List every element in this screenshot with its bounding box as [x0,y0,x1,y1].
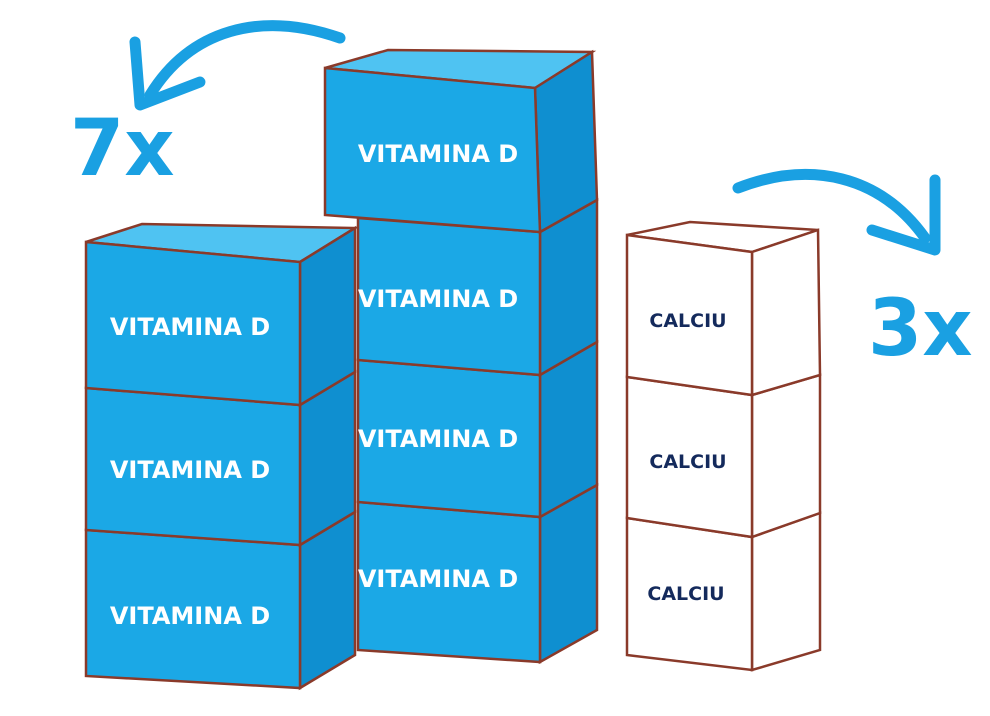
calcium-stack: CALCIU CALCIU CALCIU [625,220,822,672]
curved-arrow-left-icon [129,20,346,111]
vitamin-stack-left: VITAMINA D VITAMINA D VITAMINA D [84,222,360,691]
calcium-multiplier: 3x [868,284,973,374]
vitamin-box-label: VITAMINA D [358,425,518,453]
calcium-box-label: CALCIU [647,583,724,605]
vitamin-box-label: VITAMINA D [358,140,518,168]
vitamin-stack-middle: VITAMINA D VITAMINA D VITAMINA D VITAMIN… [323,48,599,665]
calcium-box-label: CALCIU [649,451,726,473]
vitamin-multiplier: 7x [70,104,175,194]
vitamin-box-label: VITAMINA D [110,602,270,630]
vitamin-box: VITAMINA D [323,48,599,235]
vitamin-box: VITAMINA D [356,339,599,520]
calcium-box: CALCIU [625,220,822,397]
vitamin-box-label: VITAMINA D [358,285,518,313]
calcium-box-label: CALCIU [649,310,726,332]
vitamin-box-label: VITAMINA D [110,456,270,484]
vitamin-box: VITAMINA D [84,509,357,691]
vitamin-box: VITAMINA D [356,482,599,665]
vitamin-box: VITAMINA D [84,369,357,548]
curved-arrow-right-icon [732,169,941,256]
vitamin-box-label: VITAMINA D [110,313,270,341]
vitamin-box: VITAMINA D [84,222,360,408]
calcium-box: CALCIU [625,511,822,672]
calcium-box: CALCIU [625,373,822,539]
vitamin-box-label: VITAMINA D [358,565,518,593]
